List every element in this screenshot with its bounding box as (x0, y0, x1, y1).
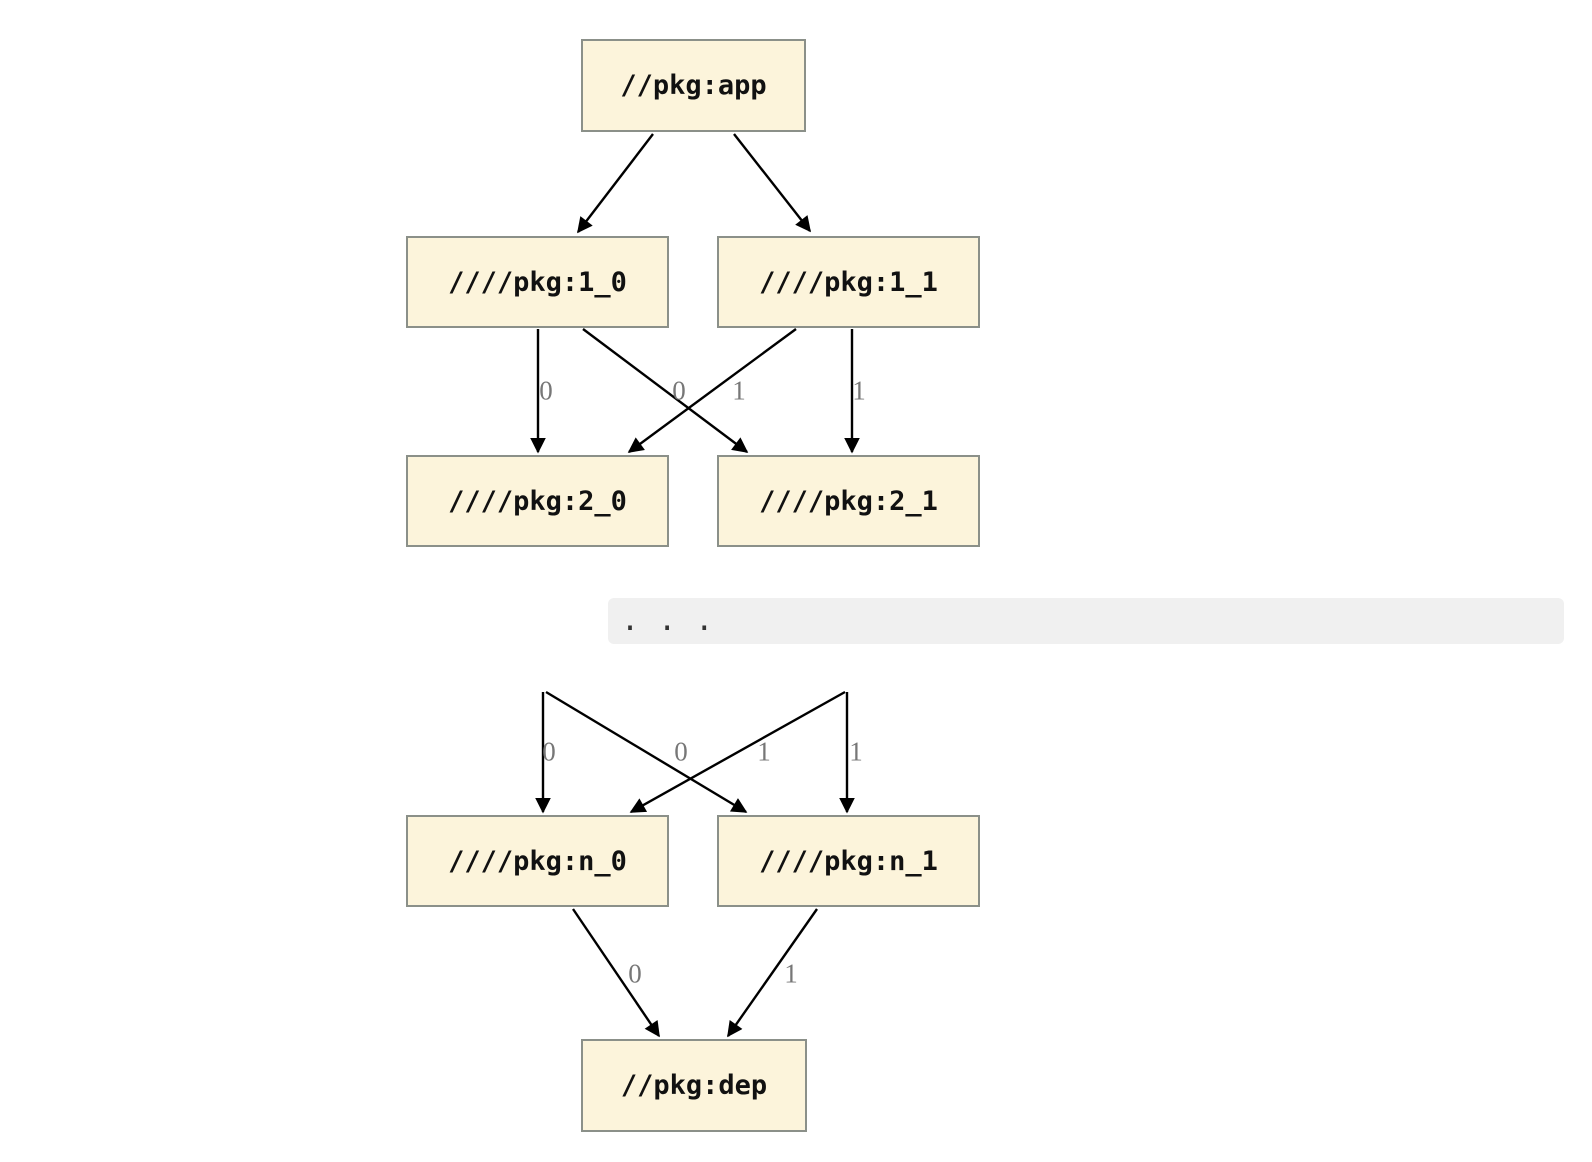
node-pkg-1-0: ////pkg:1_0 (406, 236, 669, 328)
edge-label-pkgn-0-dep: 0 (628, 958, 642, 989)
edge-pkgn-0-to-dep (572, 908, 660, 1038)
edge-label-pkgn-1-dep: 1 (784, 958, 798, 989)
edge-label-ellipsis-pkgn-0-cross: 0 (674, 736, 688, 767)
edge-label-ellipsis-pkgn-1: 1 (757, 736, 771, 767)
edge-label-ellipsis-pkgn-0: 0 (542, 736, 556, 767)
edge-app-to-pkg1-0 (577, 133, 654, 234)
node-pkg-2-1: ////pkg:2_1 (717, 455, 980, 547)
edge-pkg1-1-to-pkg2-0 (627, 328, 797, 453)
edge-pkgn-1-to-dep (727, 908, 818, 1038)
edge-ellipsis-to-pkgn-1-cross (545, 690, 748, 814)
edge-label-pkg1-1-pkg2-1: 1 (852, 375, 866, 406)
edge-label-pkg1-1-pkg2-0: 0 (672, 375, 686, 406)
node-pkg-2-0: ////pkg:2_0 (406, 455, 669, 547)
node-pkg-app: //pkg:app (581, 39, 806, 132)
node-pkg-n-1: ////pkg:n_1 (717, 815, 980, 907)
edge-pkg1-0-to-pkg2-1 (582, 328, 749, 453)
node-pkg-n-0: ////pkg:n_0 (406, 815, 669, 907)
edge-app-to-pkg1-1 (733, 133, 811, 233)
node-pkg-1-1: ////pkg:1_1 (717, 236, 980, 328)
node-pkg-dep: //pkg:dep (581, 1039, 807, 1132)
ellipsis-band: . . . (608, 598, 1564, 644)
edge-label-ellipsis-pkgn-1-straight: 1 (849, 736, 863, 767)
ellipsis-text: . . . (621, 603, 714, 638)
edge-ellipsis-to-pkgn-0-cross (629, 690, 846, 814)
edge-label-pkg1-0-pkg2-1: 1 (732, 375, 746, 406)
edge-label-pkg1-0-pkg2-0: 0 (539, 375, 553, 406)
